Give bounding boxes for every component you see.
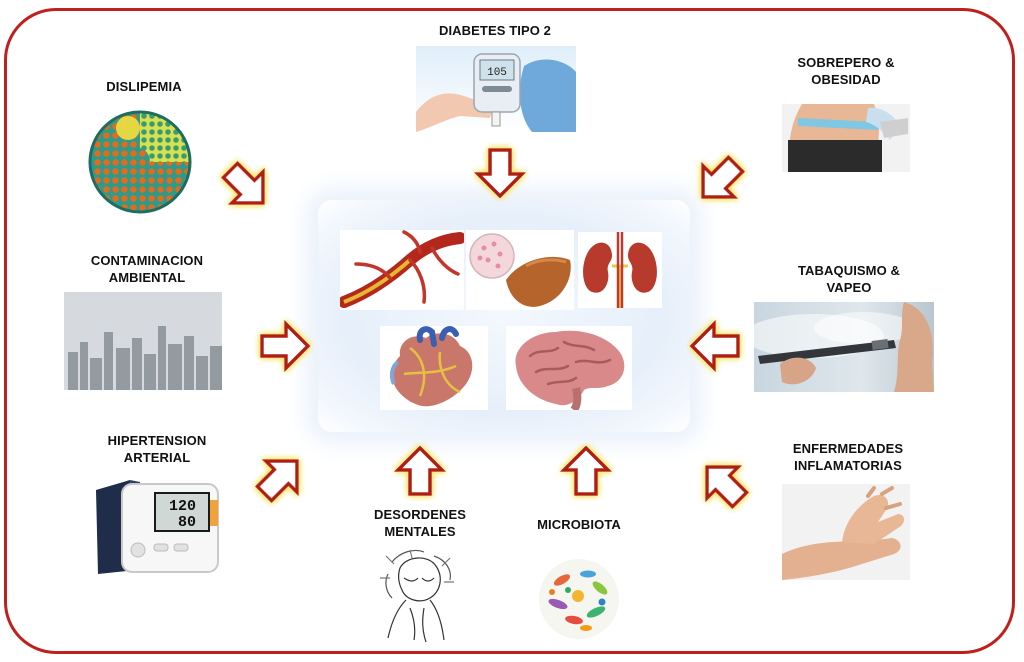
arrow-sobrepeso bbox=[690, 150, 750, 210]
arrow-hipertension bbox=[250, 448, 310, 508]
arrow-enfermedades bbox=[694, 454, 754, 514]
arrow-desordenes bbox=[396, 446, 444, 496]
bp-diastolic: 80 bbox=[178, 514, 196, 531]
label-microbiota: MICROBIOTA bbox=[537, 517, 621, 532]
stress-sketch-image bbox=[370, 548, 468, 646]
brain-image bbox=[506, 326, 632, 413]
glucometer-image: 105 bbox=[416, 46, 576, 132]
liver-image bbox=[466, 230, 574, 310]
arrow-diabetes bbox=[476, 148, 524, 198]
label-enfermedades: ENFERMEDADES INFLAMATORIAS bbox=[792, 441, 904, 473]
artery-image bbox=[338, 230, 466, 310]
vape-smoke-image bbox=[754, 302, 934, 392]
rounded-frame bbox=[4, 8, 1015, 654]
waist-measure-image bbox=[782, 104, 910, 172]
kidneys-image bbox=[578, 232, 662, 308]
glucometer-reading: 105 bbox=[487, 67, 507, 79]
label-desordenes: DESORDENES MENTALES bbox=[373, 507, 467, 539]
arrow-contaminacion bbox=[260, 322, 310, 370]
bp-systolic: 120 bbox=[169, 498, 196, 515]
label-dislipemia: DISLIPEMIA bbox=[106, 79, 182, 94]
label-hipertension: HIPERTENSION ARTERIAL bbox=[107, 433, 207, 465]
label-contaminacion: CONTAMINACION AMBIENTAL bbox=[90, 253, 204, 285]
smog-city-image bbox=[64, 292, 222, 390]
label-tabaquismo: TABAQUISMO & VAPEO bbox=[797, 263, 901, 295]
label-sobrepeso: SOBREPERO & OBESIDAD bbox=[797, 55, 895, 87]
arrow-dislipemia bbox=[216, 156, 276, 216]
label-diabetes: DIABETES TIPO 2 bbox=[438, 23, 552, 38]
lipoprotein-image bbox=[84, 104, 196, 216]
bp-monitor-image: 120 80 bbox=[90, 470, 224, 580]
arrow-tabaquismo bbox=[690, 322, 740, 370]
heart-image bbox=[380, 326, 488, 410]
arrow-microbiota bbox=[562, 446, 610, 496]
hand-pain-image bbox=[782, 484, 910, 580]
microbes-image bbox=[538, 558, 620, 640]
